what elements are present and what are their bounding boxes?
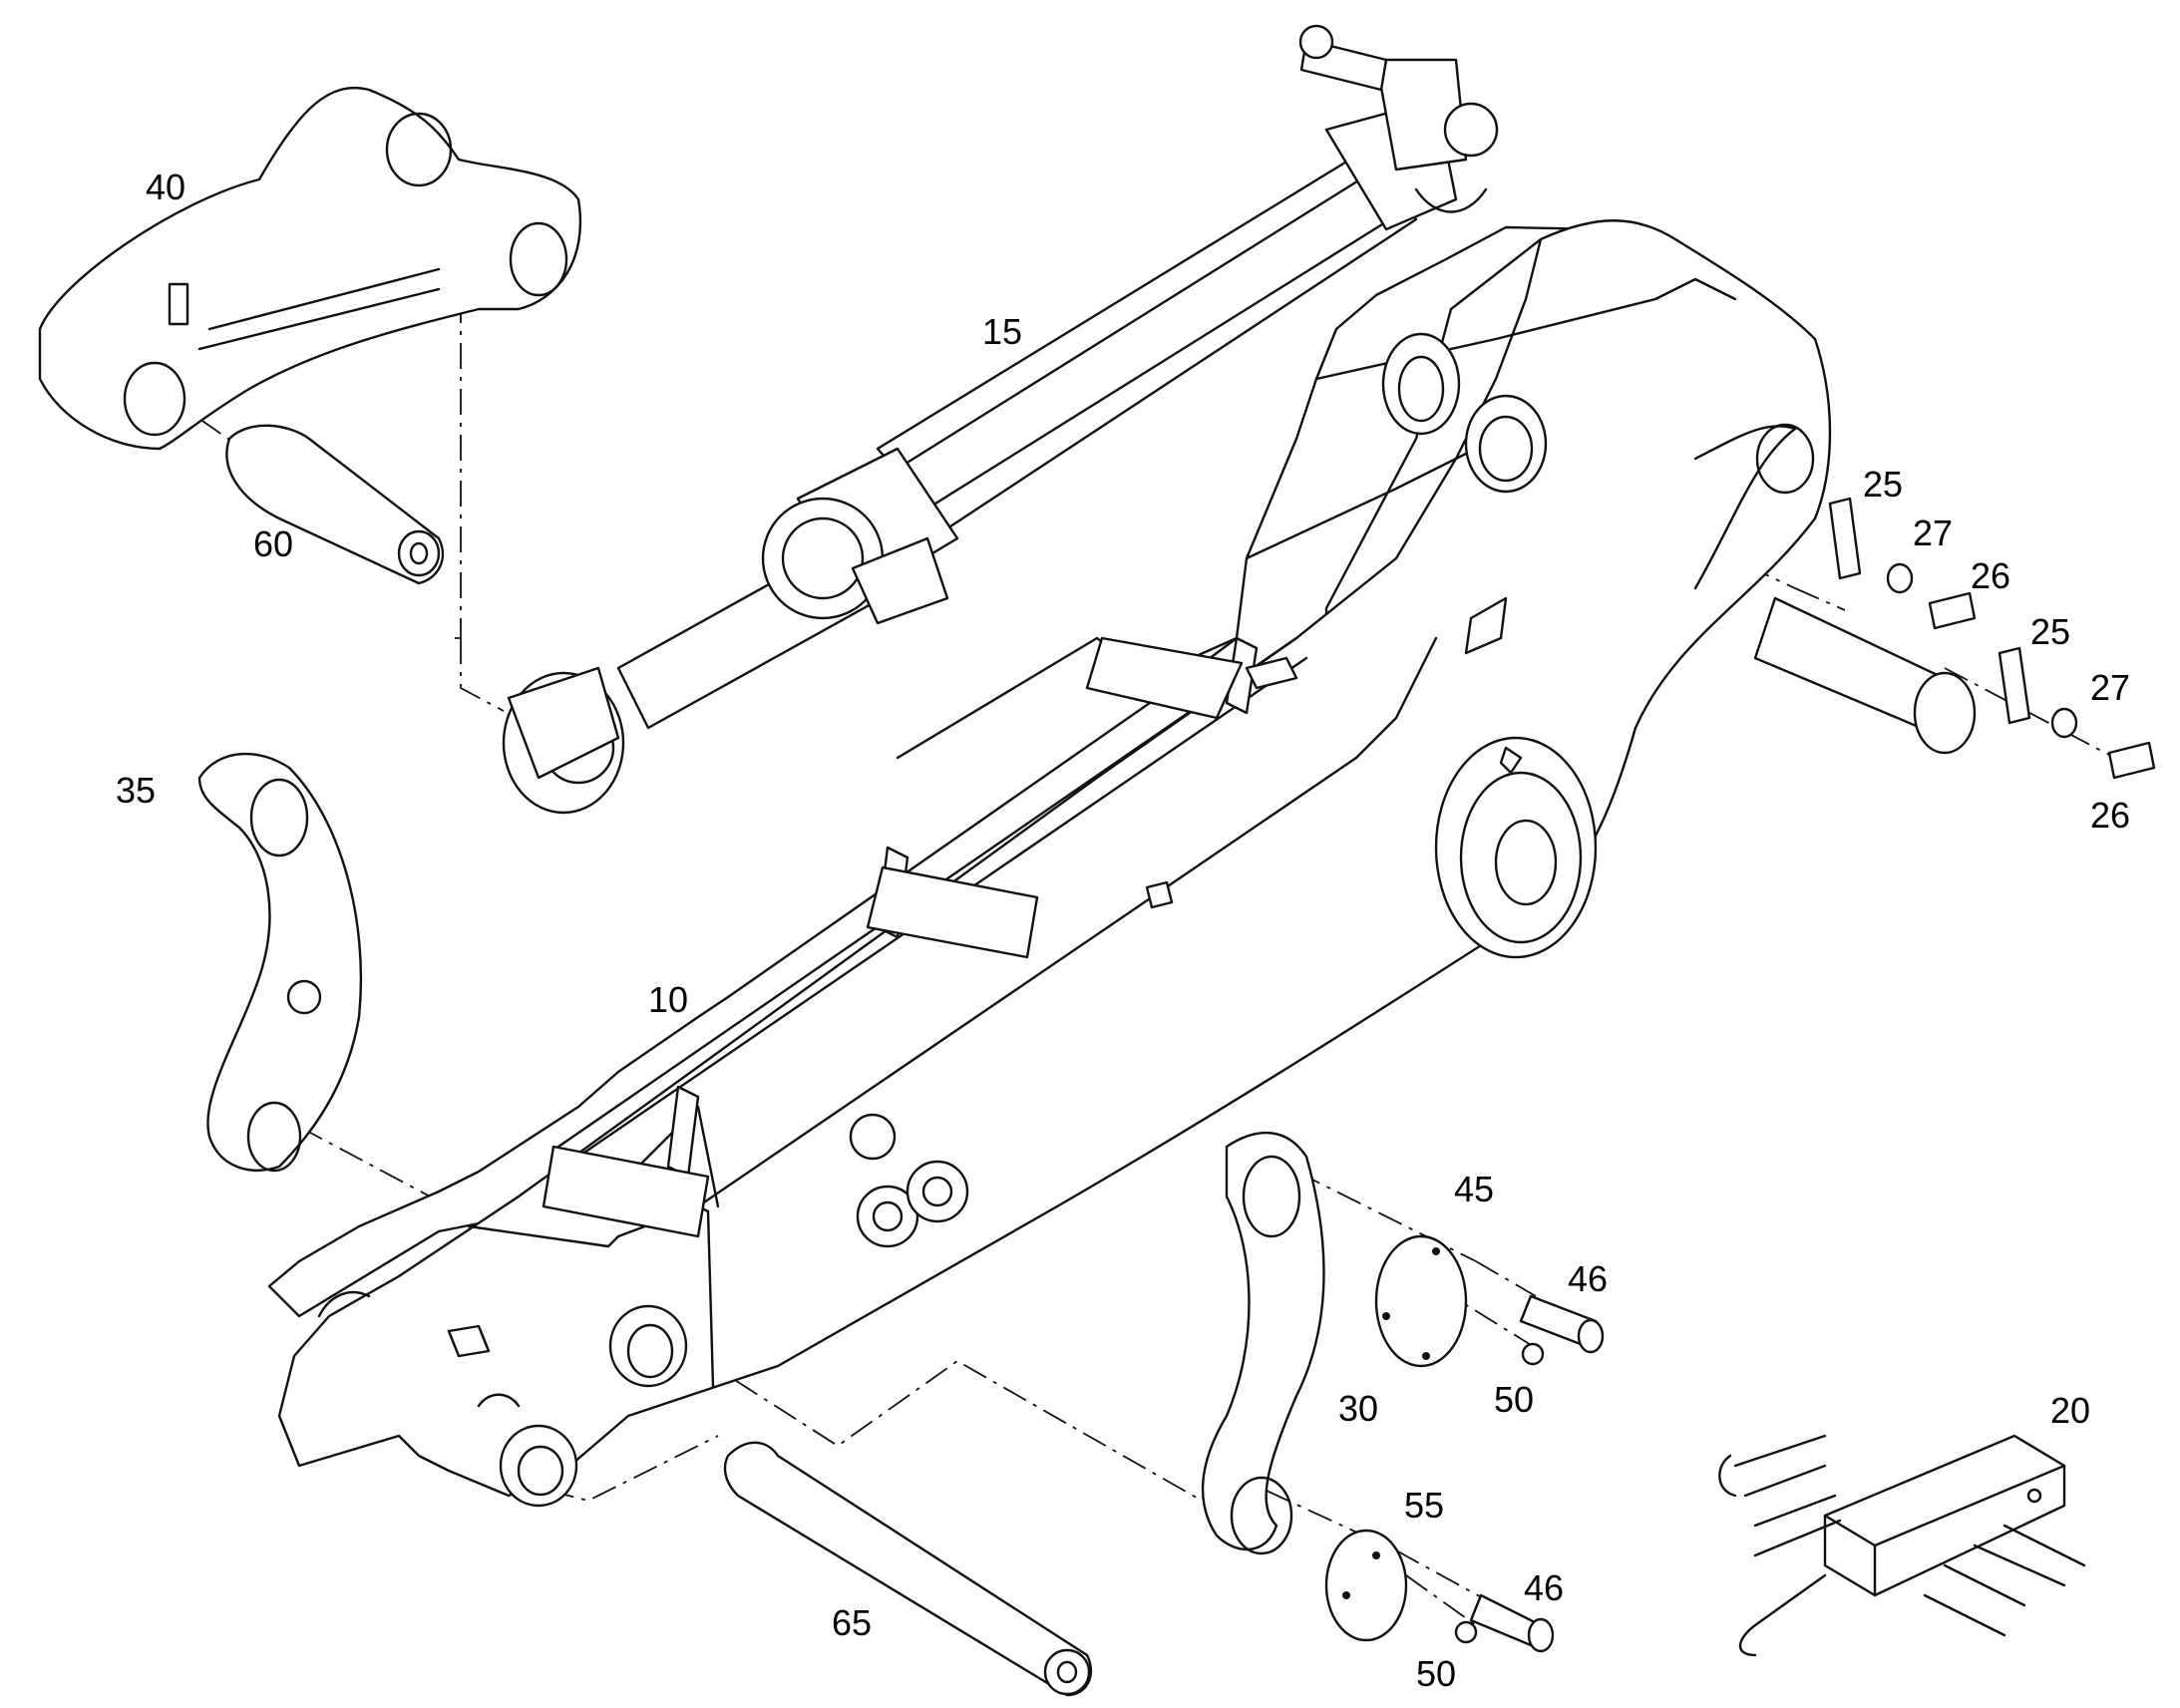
callout-26-upper: 26 [1971, 555, 2010, 596]
callout-20: 20 [2050, 1390, 2090, 1431]
link-upper [197, 752, 363, 1173]
callout-46-lower: 46 [1524, 1567, 1564, 1608]
callout-25-upper: 25 [1863, 464, 1903, 505]
fastener-set-lower [1998, 646, 2156, 780]
pin-lever [225, 424, 445, 585]
callout-10: 10 [648, 979, 688, 1020]
callout-27-upper: 27 [1913, 512, 1953, 553]
callout-26-lower: 26 [2090, 795, 2130, 836]
callout-46-upper: 46 [1568, 1258, 1608, 1299]
callout-27-lower: 27 [2090, 667, 2130, 708]
cover-small-assembly [1324, 1529, 1555, 1653]
callout-40: 40 [146, 167, 185, 207]
callout-30: 30 [1338, 1388, 1378, 1429]
callout-65: 65 [832, 1602, 872, 1643]
callout-15: 15 [982, 311, 1022, 352]
callout-25-lower: 25 [2030, 611, 2070, 652]
callout-60: 60 [253, 523, 293, 564]
callout-35: 35 [116, 770, 156, 811]
fastener-set-upper [1753, 497, 1977, 755]
callout-50-upper: 50 [1494, 1379, 1534, 1420]
boom-frame [267, 219, 1832, 1508]
cover-disc-assembly [1374, 1234, 1605, 1368]
lever [38, 87, 582, 451]
callout-labels: 10 15 20 25 25 26 26 27 27 30 35 40 45 4… [116, 167, 2130, 1694]
callout-50-lower: 50 [1416, 1653, 1456, 1694]
link-lower [1201, 1131, 1325, 1555]
callout-45: 45 [1454, 1169, 1494, 1209]
pin-boom [723, 1441, 1093, 1697]
lift-cylinder [502, 24, 1499, 815]
callout-55: 55 [1404, 1485, 1444, 1526]
hydraulic-block [1718, 1434, 2086, 1657]
